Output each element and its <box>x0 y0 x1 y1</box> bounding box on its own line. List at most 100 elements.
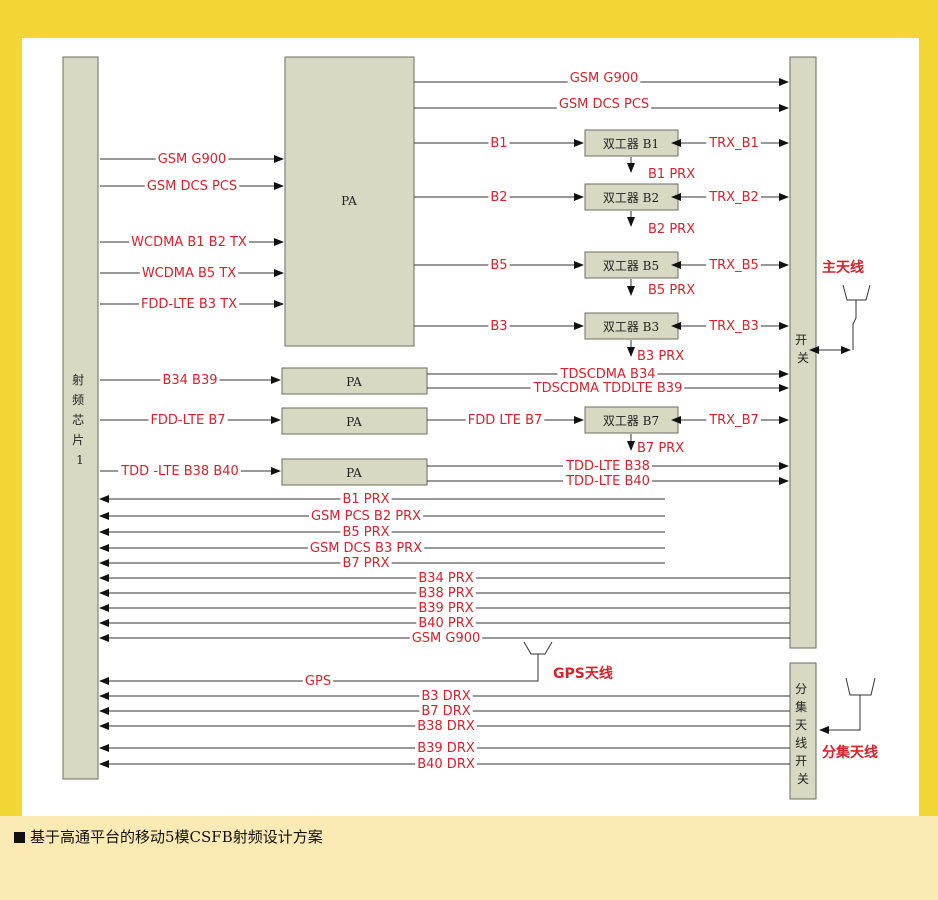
prx-return-label: B40 PRX <box>418 616 473 631</box>
small-pa-row-b7: FDD-LTE B7 PA FDD LTE B7 双工器 B7 TRX_B7 B… <box>100 406 789 456</box>
main-switch-char: 开 <box>795 333 807 347</box>
prx-return-label: B5 PRX <box>342 525 389 540</box>
rf-chip-char: 射 <box>72 372 84 387</box>
label-backing <box>340 525 392 540</box>
duplexer-block <box>584 312 679 340</box>
diversity-antenna-label: 分集天线 <box>822 744 878 761</box>
tx-input-label: GSM DCS PCS <box>147 179 237 194</box>
label-backing <box>635 349 687 364</box>
drx-return-b7: B7 DRX <box>99 704 790 719</box>
rf-chip-char: 片 <box>72 433 84 447</box>
prx-label: B3 PRX <box>637 349 684 364</box>
small-pa-label: PA <box>346 466 362 480</box>
small-pa-row-b34-b39: B34 B39 PA TDSCDMA B34 TDSCDMA TDDLTE B3… <box>100 367 789 396</box>
label-backing <box>530 381 685 396</box>
label-backing <box>139 266 239 281</box>
trx-label: TRX_B2 <box>708 190 759 205</box>
trx-label: TRX_B1 <box>708 136 759 151</box>
tx-input-label: WCDMA B5 TX <box>142 266 236 281</box>
drx-return-b39: B39 DRX <box>99 741 790 756</box>
duplexer-label: 双工器 B7 <box>603 414 659 428</box>
prx-return-label: GSM PCS B2 PRX <box>311 509 421 524</box>
div-switch-char: 关 <box>797 772 809 786</box>
label-backing <box>302 674 334 689</box>
label-backing <box>488 136 510 151</box>
duplexer-row-b5: B5 双工器 B5 TRX_B5 B5 PRX <box>414 251 789 298</box>
prx-return-label: B1 PRX <box>342 492 389 507</box>
small-pa-row-b38-b40: TDD -LTE B38 B40 PA TDD-LTE B38 TDD-LTE … <box>100 458 789 489</box>
label-backing <box>706 258 761 273</box>
div-switch-char: 开 <box>795 754 807 768</box>
prx-return-label: B34 PRX <box>418 571 473 586</box>
small-pa-input-label: FDD-LTE B7 <box>150 413 225 428</box>
pa-output-label: GSM DCS PCS <box>559 97 649 112</box>
prx-return-gsm-pcs-b2: GSM PCS B2 PRX <box>99 509 665 524</box>
main-antenna-icon <box>842 284 871 350</box>
label-backing <box>488 258 510 273</box>
prx-return-b39: B39 PRX <box>99 601 790 616</box>
prx-return-b7: B7 PRX <box>99 556 665 571</box>
band-label: B3 <box>490 319 507 334</box>
label-backing <box>706 413 761 428</box>
small-pa-input-label: B34 B39 <box>162 373 217 388</box>
prx-return-label: GSM DCS B3 PRX <box>310 541 422 556</box>
prx-return-gsm-g900: GSM G900 <box>99 631 790 646</box>
small-pa-label: PA <box>346 375 362 389</box>
figure-caption: 基于高通平台的移动5模CSFB射频设计方案 <box>14 826 323 847</box>
pa-output-label: GSM G900 <box>570 71 639 86</box>
label-backing <box>706 190 761 205</box>
label-backing <box>416 586 476 601</box>
main-pa-block <box>284 56 415 347</box>
tx-input-3: WCDMA B1 B2 TX <box>100 235 284 250</box>
diversity-antenna: 分集天线 <box>820 677 878 761</box>
main-switch-label: 开 关 <box>795 333 811 365</box>
small-pa-output-label: TDD-LTE B40 <box>565 474 650 489</box>
label-backing <box>138 297 240 312</box>
drx-return-b38: B38 DRX <box>99 719 790 734</box>
label-backing <box>155 152 229 167</box>
rf-chip-char: 频 <box>72 393 84 407</box>
band-label: B5 <box>490 258 507 273</box>
small-pa-output-label: TDD-LTE B38 <box>565 459 650 474</box>
label-backing <box>556 97 652 112</box>
label-backing <box>416 571 476 586</box>
label-backing <box>488 190 510 205</box>
drx-label: B39 DRX <box>417 741 475 756</box>
band-label: B2 <box>490 190 507 205</box>
small-pa-block <box>281 458 428 486</box>
prx-return-label: GSM G900 <box>412 631 481 646</box>
small-pa-block <box>281 367 428 395</box>
label-backing <box>160 373 220 388</box>
label-backing <box>563 459 652 474</box>
small-pa-label: PA <box>346 415 362 429</box>
label-backing <box>635 441 687 456</box>
main-switch-char: 关 <box>797 351 809 365</box>
label-backing <box>646 222 698 237</box>
small-pa-output-label: TDSCDMA TDDLTE B39 <box>533 381 683 396</box>
drx-return-b40: B40 DRX <box>99 757 790 772</box>
prx-return-label: B7 PRX <box>342 556 389 571</box>
prx-return-label: B38 PRX <box>418 586 473 601</box>
label-backing <box>144 179 240 194</box>
label-backing <box>706 136 761 151</box>
drx-label: B7 DRX <box>421 704 470 719</box>
label-backing <box>118 464 241 479</box>
tx-input-4: WCDMA B5 TX <box>100 266 284 281</box>
label-backing <box>567 71 641 86</box>
drx-label: B38 DRX <box>417 719 475 734</box>
duplexer-block <box>584 251 679 279</box>
tx-input-5: FDD-LTE B3 TX <box>100 297 284 312</box>
duplexer-label: 双工器 B2 <box>603 191 659 205</box>
label-backing <box>307 541 425 556</box>
label-backing <box>465 413 545 428</box>
duplexer-row-b2: B2 双工器 B2 TRX_B2 B2 PRX <box>414 183 789 237</box>
div-switch-char: 线 <box>795 736 807 750</box>
rf-chip-block <box>62 56 99 780</box>
label-backing <box>340 492 392 507</box>
duplexer-label: 双工器 B5 <box>603 259 659 273</box>
gps-label: GPS <box>305 674 331 689</box>
caption-band <box>0 816 938 900</box>
prx-label: B7 PRX <box>637 441 684 456</box>
small-pa-input-label: TDD -LTE B38 B40 <box>120 464 239 479</box>
trx-label: TRX_B7 <box>708 413 759 428</box>
